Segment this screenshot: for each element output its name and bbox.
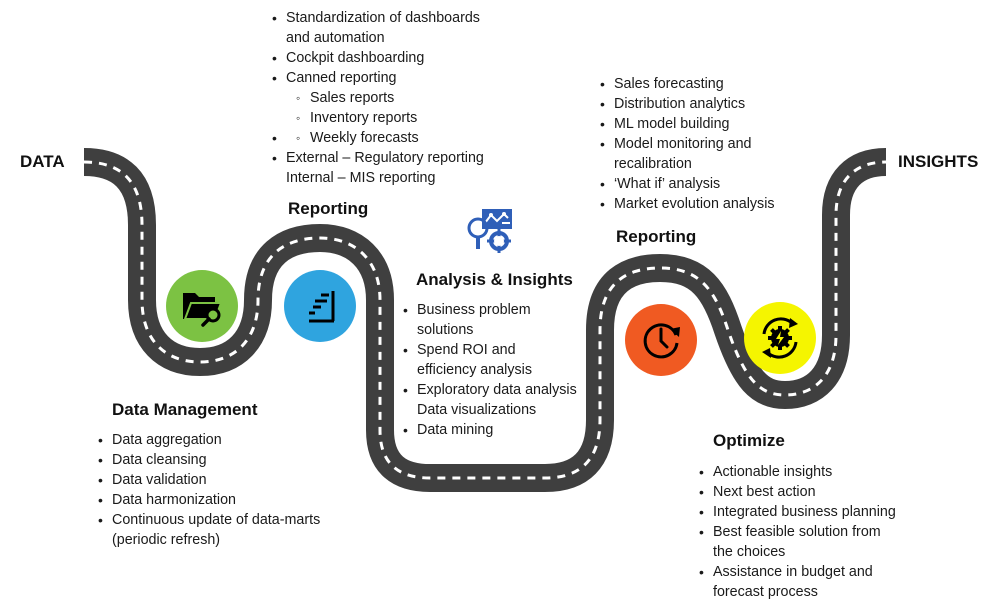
list-item: the choices	[713, 544, 786, 560]
list-item: Data cleansing	[98, 450, 320, 470]
list-item: Sales reports	[272, 88, 484, 108]
list-item: Canned reporting	[272, 68, 484, 88]
reporting-1-list: Standardization of dashboards and automa…	[272, 8, 484, 188]
list-item: Internal – MIS reporting	[286, 170, 436, 186]
analytics-gear-icon	[467, 209, 512, 253]
data-management-title: Data Management	[112, 400, 258, 419]
list-item: Spend ROI and	[403, 340, 577, 360]
data-management-badge	[166, 270, 238, 342]
list-item: Market evolution analysis	[600, 194, 775, 214]
list-item: Data mining	[403, 420, 577, 440]
list-item: solutions	[417, 322, 474, 338]
clock-refresh-icon	[643, 323, 680, 359]
list-item: Assistance in budget and	[699, 562, 896, 582]
list-item: Distribution analytics	[600, 94, 775, 114]
list-item: Continuous update of data-marts	[98, 510, 320, 530]
list-item: Model monitoring and	[600, 134, 775, 154]
end-label: INSIGHTS	[898, 152, 979, 171]
road-lane-marking	[83, 160, 887, 480]
folder-search-icon	[183, 293, 223, 327]
list-item: and automation	[286, 30, 385, 46]
list-item: Data validation	[98, 470, 320, 490]
list-item: Best feasible solution from	[699, 522, 896, 542]
list-item: (periodic refresh)	[112, 532, 221, 548]
list-item: Weekly forecasts	[272, 128, 484, 148]
list-item: recalibration	[614, 156, 692, 172]
data-management-list: Data aggregation Data cleansing Data val…	[98, 430, 320, 550]
reporting-2-badge	[625, 304, 697, 376]
list-item: Inventory reports	[272, 108, 484, 128]
list-item: ‘What if’ analysis	[600, 174, 775, 194]
list-item: Next best action	[699, 482, 896, 502]
list-item: Data aggregation	[98, 430, 320, 450]
list-item: External – Regulatory reporting	[272, 148, 484, 168]
stairs-chart-icon	[309, 291, 335, 323]
optimize-list: Actionable insights Next best action Int…	[699, 462, 896, 602]
list-item: Actionable insights	[699, 462, 896, 482]
list-item: Data harmonization	[98, 490, 320, 510]
reporting-1-badge	[284, 270, 356, 342]
list-item: ML model building	[600, 114, 775, 134]
list-item: Business problem	[403, 300, 577, 320]
list-item: efficiency analysis	[417, 362, 532, 378]
list-item: Sales forecasting	[600, 74, 775, 94]
list-item: Integrated business planning	[699, 502, 896, 522]
reporting-2-list: Sales forecasting Distribution analytics…	[600, 74, 775, 214]
analysis-title: Analysis & Insights	[416, 270, 573, 289]
list-item: Standardization of dashboards	[272, 8, 484, 28]
reporting-2-title: Reporting	[616, 227, 697, 246]
analysis-list: Business problem solutions Spend ROI and…	[403, 300, 577, 440]
reporting-1-title: Reporting	[288, 199, 369, 218]
list-item: forecast process	[713, 584, 818, 600]
start-label: DATA	[20, 152, 65, 171]
list-item: Cockpit dashboarding	[272, 48, 484, 68]
optimize-title: Optimize	[713, 431, 785, 450]
analysis-icon-wrap	[464, 206, 516, 261]
optimize-badge	[744, 302, 816, 374]
gear-cycle-icon	[762, 317, 798, 359]
list-item: Data visualizations	[417, 402, 537, 418]
list-item: Exploratory data analysis	[403, 380, 577, 400]
